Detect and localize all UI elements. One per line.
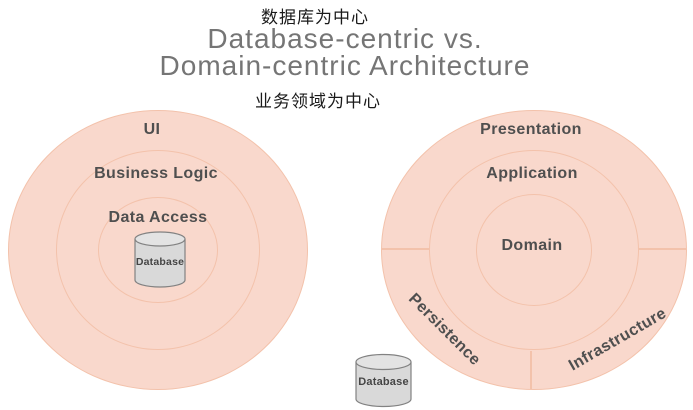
chinese-label-top: 数据库为中心 — [261, 8, 369, 27]
title-line-1: Database-centric vs. — [207, 23, 483, 54]
ring-domain — [476, 194, 592, 306]
ring-label-business-logic: Business Logic — [94, 165, 218, 182]
segment-divider-left — [382, 248, 430, 250]
ring-label-data-access: Data Access — [108, 209, 208, 226]
ring-label-domain: Domain — [501, 237, 563, 254]
database-cylinder: Database — [134, 231, 186, 288]
chinese-label-bottom: 业务领域为中心 — [255, 92, 381, 111]
page-title: Database-centric vs. Domain-centric Arch… — [159, 23, 531, 81]
external-database-cylinder-icon — [355, 353, 412, 408]
external-database-cylinder: Database — [355, 353, 412, 408]
database-label: Database — [135, 256, 185, 268]
database-cylinder-icon — [134, 231, 186, 288]
external-database-label: Database — [358, 376, 409, 388]
ring-business-logic — [56, 150, 260, 350]
ring-label-application: Application — [486, 165, 578, 182]
ring-label-ui: UI — [143, 121, 161, 138]
ring-label-presentation: Presentation — [480, 121, 582, 138]
segment-divider-right — [638, 248, 686, 250]
segment-divider-bottom — [530, 351, 532, 389]
title-line-2: Domain-centric Architecture — [159, 50, 531, 81]
